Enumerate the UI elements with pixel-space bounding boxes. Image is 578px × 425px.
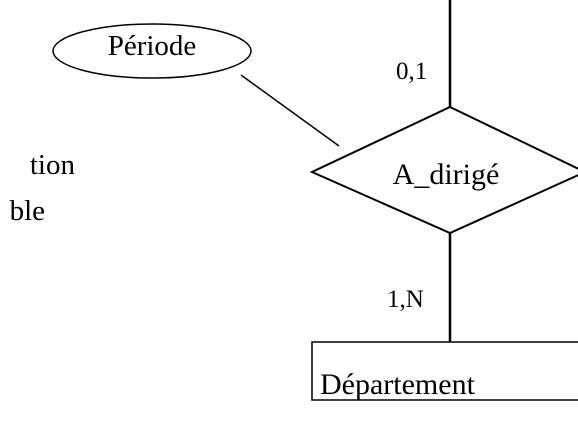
side-text-line-1: tion xyxy=(29,149,75,181)
entity-rectangle xyxy=(311,341,578,401)
relationship-label: A_dirigé xyxy=(392,158,500,191)
entity-label: Département xyxy=(320,368,475,401)
attribute-ellipse xyxy=(52,23,252,79)
cardinality-bottom-label: 1,N xyxy=(387,286,424,313)
cardinality-top-label: 0,1 xyxy=(396,58,428,85)
side-text-line-2: ble xyxy=(9,195,45,227)
connector-attribute xyxy=(240,74,340,147)
attribute-label: Période xyxy=(107,30,197,62)
